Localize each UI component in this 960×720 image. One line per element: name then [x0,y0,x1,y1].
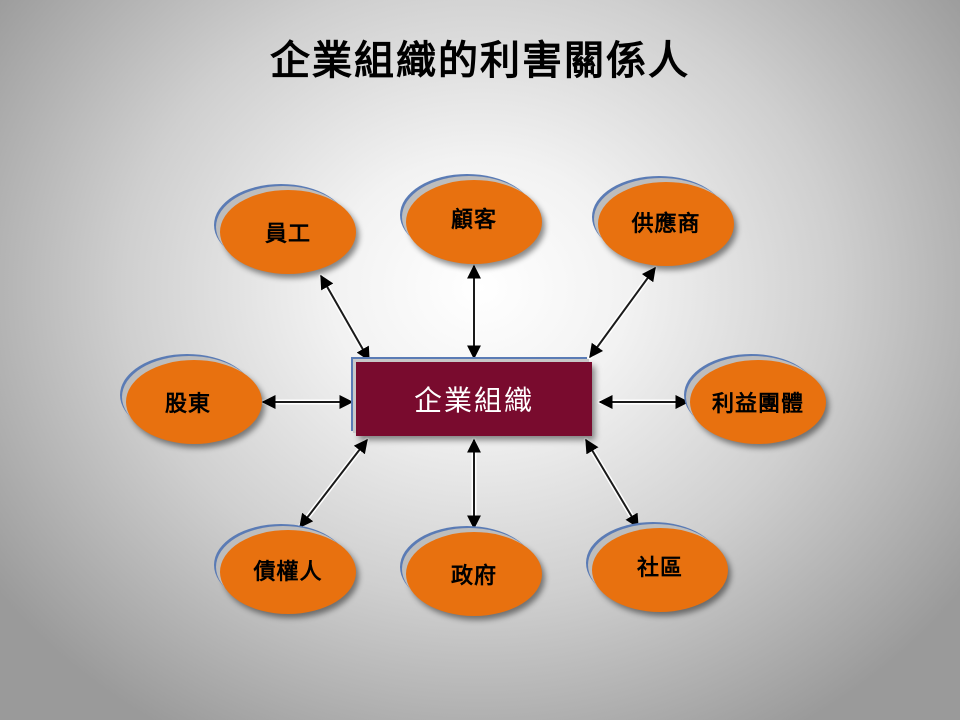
node-interest-groups-label: 利益團體 [711,392,804,417]
center-node-enterprise: 企業組織 [356,362,592,436]
node-suppliers: 供應商 [598,182,734,266]
node-shareholders-label: 股東 [164,392,211,417]
node-suppliers-label: 供應商 [631,212,701,237]
link-community [585,438,639,529]
node-customers: 顧客 [406,180,542,264]
node-creditors: 債權人 [220,530,356,614]
node-employees-label: 員工 [264,222,311,247]
link-suppliers [589,266,656,359]
node-shareholders: 股東 [126,360,262,444]
node-community-label: 社區 [636,556,683,581]
node-customers-label: 顧客 [450,208,497,233]
node-government-label: 政府 [450,564,497,589]
node-creditors-label: 債權人 [253,560,323,585]
link-employees [320,274,370,362]
link-creditors [299,438,368,529]
node-employees: 員工 [220,190,356,274]
node-government: 政府 [406,532,542,616]
node-community: 社區 [592,528,728,612]
page-title: 企業組織的利害關係人 [270,38,690,84]
node-interest-groups: 利益團體 [690,360,826,444]
